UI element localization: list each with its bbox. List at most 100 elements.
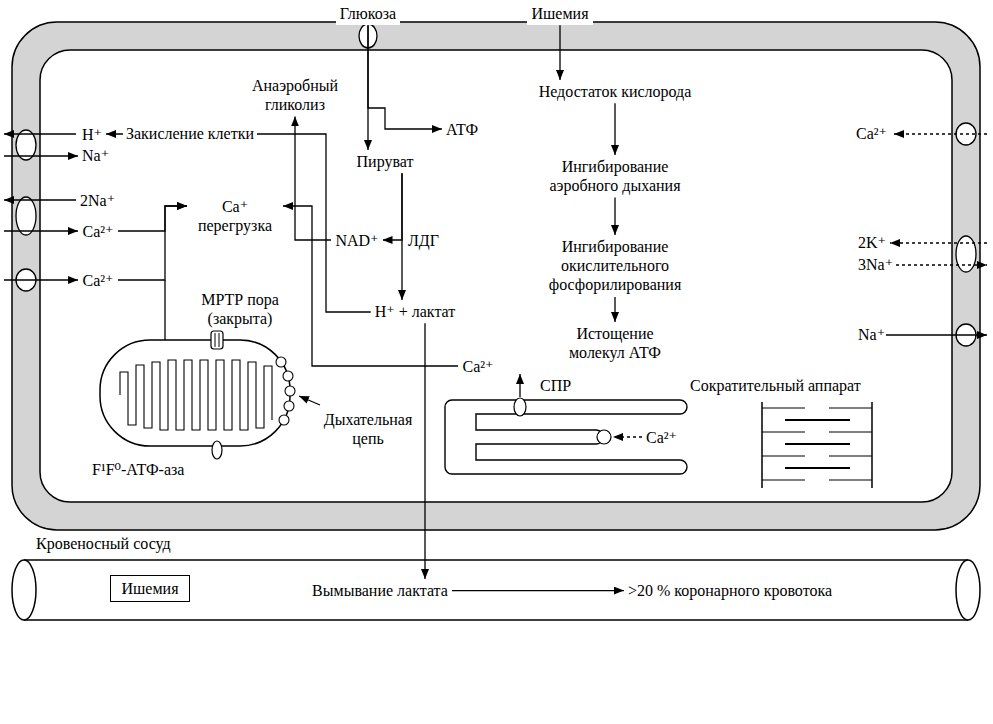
- process-text: >20 % коронарного кровотока: [624, 579, 836, 602]
- process-text: H⁺: [78, 123, 106, 146]
- ion-label: 2Na⁺: [80, 191, 115, 210]
- node-text: Ca⁺ перегрузка: [191, 197, 279, 235]
- process-text: АТФ: [442, 118, 482, 141]
- ischemia-box: Ишемия: [110, 575, 189, 602]
- ion-arrow: [4, 279, 78, 280]
- node-text: H⁺ + лактат: [375, 302, 456, 321]
- flow-arrow: [118, 206, 188, 280]
- atp-synthase: [212, 441, 222, 459]
- node-text: Ишемия: [531, 4, 588, 23]
- node-text: Ингибирование аэробного дыхания: [539, 157, 691, 195]
- flow-arrow: [383, 173, 403, 240]
- vessel-end: [956, 560, 980, 620]
- flow-arrow: [614, 103, 615, 155]
- ion-label: Ca²⁺: [646, 428, 677, 447]
- vessel-heading: Кровеносный сосуд: [36, 534, 171, 553]
- cell-interior: [40, 50, 952, 502]
- process-text: NAD⁺: [331, 229, 382, 252]
- node-text: Ингибирование окислительного фосфорилиро…: [539, 237, 691, 295]
- process-text: Вымывание лактата: [308, 579, 452, 602]
- node-text: Ишемия: [121, 579, 178, 598]
- respiratory-complex: [279, 415, 289, 425]
- process-text: Пируват: [353, 150, 418, 173]
- process-text: H⁺ + лактат: [371, 300, 460, 323]
- flow-arrow: [118, 206, 188, 231]
- node-text: Глюкоза: [340, 4, 396, 23]
- node-text: Недостаток кислорода: [539, 82, 692, 101]
- mptp-pore-detail: [219, 333, 220, 347]
- actin-filaments: [762, 408, 872, 480]
- arrow-label: Закисление клетки: [123, 124, 257, 143]
- process-text: Ишемия: [527, 2, 592, 25]
- mitochondrion: [100, 340, 290, 446]
- node-text: Ca²⁺: [462, 357, 493, 376]
- process-text: Истощение молекул АТФ: [554, 322, 676, 364]
- ion-label: Na⁺: [82, 146, 109, 165]
- process-text: Недостаток кислорода: [535, 80, 696, 103]
- process-text: Глюкоза: [336, 2, 400, 25]
- ion-arrow: [4, 155, 78, 156]
- respiratory-complex: [283, 371, 293, 381]
- sarcoplasmic-reticulum: [445, 400, 687, 474]
- respiratory-complex: [285, 386, 295, 396]
- process-text: Анаэробный гликолиз: [243, 74, 347, 116]
- ion-label: 3Na⁺: [858, 255, 893, 274]
- process-text: Ca²⁺: [78, 220, 117, 243]
- vessel-wall: [24, 560, 968, 620]
- myosin-filaments: [785, 420, 850, 468]
- node-text: H⁺: [82, 125, 102, 144]
- ion-arrow: [886, 334, 987, 335]
- node-text: Истощение молекул АТФ: [558, 324, 672, 362]
- flow-arrow: [368, 25, 442, 129]
- node-text: >20 % коронарного кровотока: [628, 581, 832, 600]
- node-text: Ca²⁺: [82, 222, 113, 241]
- cell-membrane: [12, 22, 980, 530]
- flow-arrow: [452, 590, 624, 591]
- process-text: Ингибирование окислительного фосфорилиро…: [535, 235, 695, 297]
- ion-arrow: [4, 133, 76, 134]
- ryanodine-channel: [514, 398, 526, 416]
- flow-arrow: [424, 323, 425, 579]
- flow-arrow: [614, 297, 615, 322]
- respiratory-complex: [284, 401, 294, 411]
- ion-arrow: [4, 199, 76, 200]
- mitochondria-link: [164, 280, 165, 340]
- mptp-pore-detail: [215, 333, 216, 347]
- node-text: Вымывание лактата: [312, 581, 448, 600]
- respiratory-complex: [276, 357, 286, 367]
- ncx-exchanger: [16, 197, 36, 235]
- ion-arrow-dotted: [890, 242, 987, 243]
- organelle-label: Дыхательная цепь: [318, 410, 418, 448]
- flow-arrow: [614, 197, 615, 235]
- pore-label: МРТР пора (закрыта): [188, 290, 292, 328]
- process-text: Ca⁺ перегрузка: [187, 195, 283, 237]
- process-text: Ингибирование аэробного дыхания: [535, 155, 695, 197]
- ion-arrow-dotted: [894, 133, 987, 134]
- blood-vessel: Кровеносный сосудИшемия Вымывание лактата…: [6, 532, 987, 624]
- node-text: Ca²⁺: [82, 271, 113, 290]
- z-line: [871, 402, 873, 488]
- node-text: NAD⁺: [335, 231, 378, 250]
- calcium-release-arrow: [519, 374, 520, 397]
- leader-arrow: [299, 396, 320, 405]
- process-text: Ca²⁺: [458, 355, 497, 378]
- ion-label: Na⁺: [858, 325, 885, 344]
- sodium-potassium-pump: [956, 236, 976, 272]
- process-text: Ca²⁺: [78, 269, 117, 292]
- vessel-end: [12, 560, 36, 620]
- calcium-uptake-arrow: [613, 436, 642, 437]
- flow-arrow: [106, 134, 371, 312]
- z-line: [761, 402, 763, 488]
- ion-arrow: [4, 230, 78, 231]
- serca-pump: [597, 430, 611, 444]
- node-text: АТФ: [446, 120, 478, 139]
- flow-arrow: [559, 25, 560, 80]
- node-text: Анаэробный гликолиз: [247, 76, 343, 114]
- ion-label: Ca²⁺: [856, 124, 887, 143]
- mptp-pore: [211, 331, 223, 349]
- organelle-label: СПР: [540, 376, 571, 395]
- organelle-label: F¹F⁰-АТФ-аза: [92, 460, 184, 479]
- ion-label: 2K⁺: [858, 233, 886, 252]
- ion-arrow-dotted: [896, 264, 987, 265]
